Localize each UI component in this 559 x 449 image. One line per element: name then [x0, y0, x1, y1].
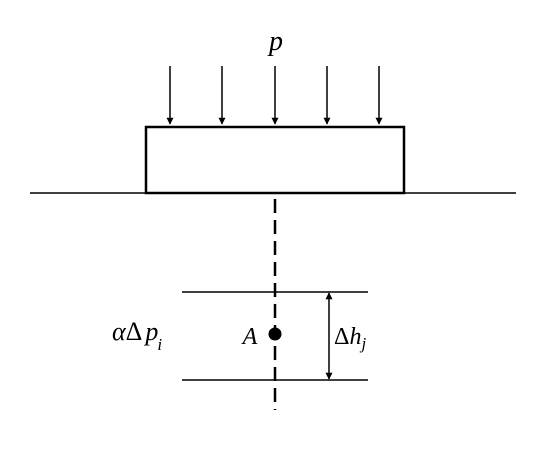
thickness-delta: Δ	[334, 324, 349, 350]
thickness-label: Δhj	[334, 324, 366, 353]
thickness-sub: j	[359, 334, 366, 353]
point-a-marker	[268, 327, 282, 341]
point-a-label: A	[241, 324, 258, 350]
load-arrows	[166, 66, 383, 125]
stress-sub: i	[157, 335, 162, 354]
thickness-var: h	[349, 324, 361, 350]
load-label: p	[267, 26, 283, 57]
stress-alpha: α	[112, 317, 127, 346]
stress-delta: Δ	[126, 317, 143, 346]
stress-var: p	[143, 317, 158, 346]
foundation-block	[144, 125, 406, 195]
